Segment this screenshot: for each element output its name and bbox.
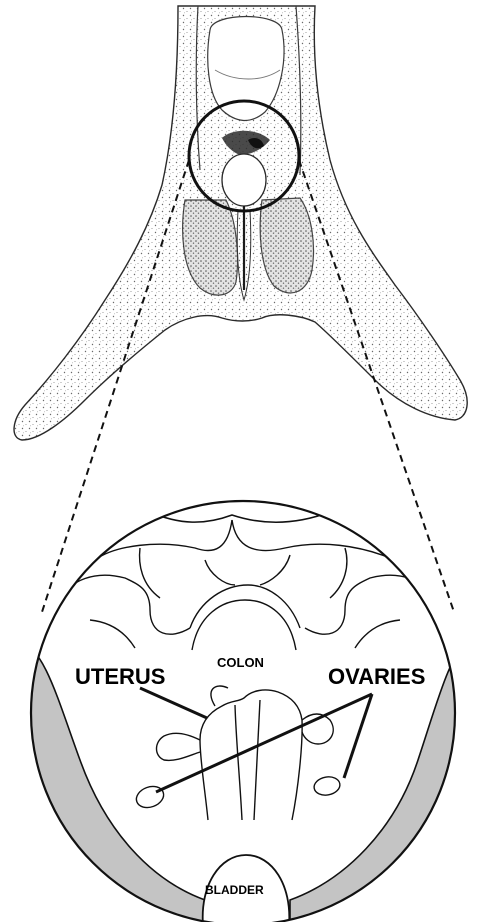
ovaries-label: OVARIES — [328, 664, 425, 689]
zoomed-view — [20, 501, 470, 922]
bladder-drawing — [222, 154, 266, 206]
abdomen-illustration — [14, 6, 467, 440]
colon-label: COLON — [217, 655, 264, 670]
bladder-label: BLADDER — [205, 883, 264, 897]
uterus-label: UTERUS — [75, 664, 165, 689]
